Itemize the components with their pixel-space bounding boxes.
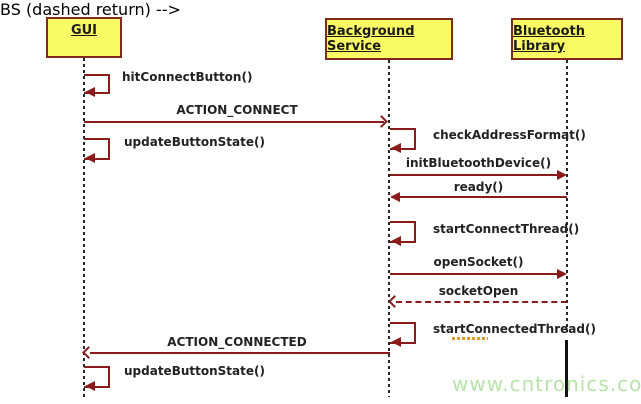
arrowhead-filled-left-icon [85, 87, 95, 97]
arrowhead-filled-right-icon [557, 269, 567, 279]
message-label: startConnectThread() [433, 222, 580, 236]
lifeline-bluetooth-library [566, 60, 568, 332]
message-label: initBluetoothDevice() [405, 156, 552, 170]
message-line [396, 196, 567, 198]
message-label: ACTION_CONNECT [176, 103, 298, 117]
lifeline-background-service [388, 60, 390, 397]
arrowhead-filled-left-icon [85, 153, 95, 163]
actor-label-bluetooth-library: Bluetooth Library [513, 24, 585, 54]
arrowhead-filled-left-icon [390, 192, 400, 202]
actor-label-gui: GUI [70, 23, 98, 38]
activation-bar-bluetooth-library [565, 340, 568, 397]
message-line [390, 174, 560, 176]
self-message-loop [84, 366, 110, 388]
self-message-loop [390, 128, 416, 150]
message-line [390, 273, 560, 275]
arrowhead-filled-left-icon [85, 381, 95, 391]
actor-box-background-service: Background Service [325, 18, 453, 60]
self-message-loop [84, 74, 110, 94]
self-message-loop [390, 322, 416, 344]
arrowhead-filled-left-icon [391, 337, 401, 347]
arrowhead-filled-left-icon [391, 236, 401, 246]
message-label: startConnectedThread() [433, 322, 596, 336]
watermark-text: www.cntronics.com [452, 372, 641, 396]
lifeline-gui [83, 58, 85, 397]
message-label: openSocket() [433, 255, 524, 269]
actor-label-background-service: Background Service [327, 24, 415, 54]
message-label: ACTION_CONNECTED [167, 335, 307, 349]
message-label: socketOpen [438, 284, 519, 298]
message-label: checkAddressFormat() [433, 128, 586, 142]
message-label: updateButtonState() [124, 364, 265, 378]
message-line [90, 352, 390, 354]
self-message-loop [390, 221, 416, 243]
arrowhead-filled-right-icon [557, 170, 567, 180]
message-label: updateButtonState() [124, 135, 265, 149]
arrowhead-open-right-icon [375, 115, 388, 128]
message-label: ready() [453, 180, 504, 194]
actor-box-bluetooth-library: Bluetooth Library [511, 18, 623, 60]
message-line-dashed [396, 301, 567, 303]
message-line [84, 121, 384, 123]
arrowhead-filled-left-icon [391, 143, 401, 153]
spellcheck-squiggle-icon [452, 337, 488, 340]
message-label: hitConnectButton() [122, 70, 253, 84]
actor-box-gui: GUI [46, 17, 122, 58]
self-message-loop [84, 138, 110, 160]
